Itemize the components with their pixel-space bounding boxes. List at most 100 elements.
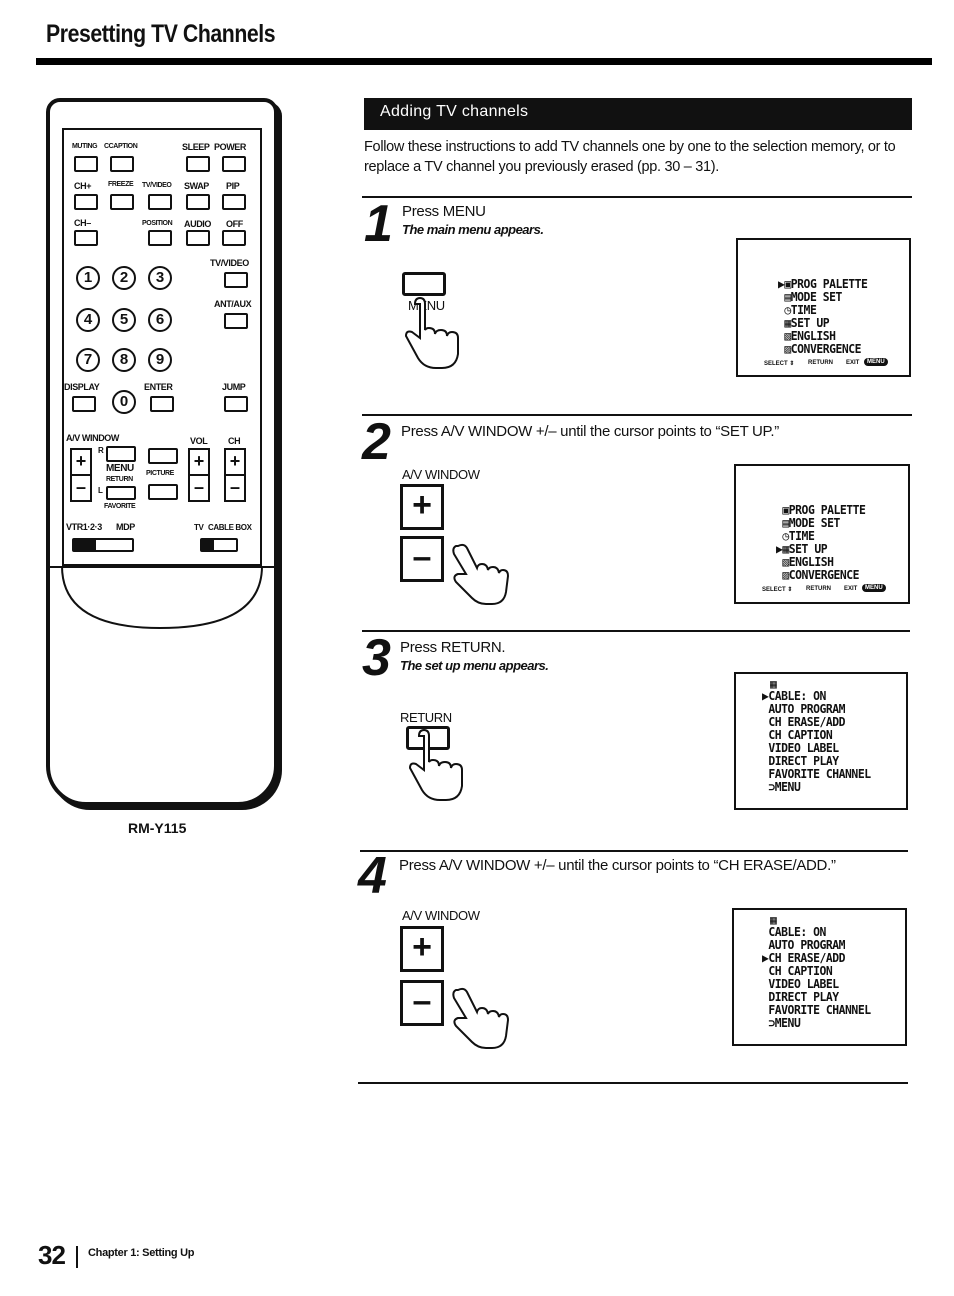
osd-line: CH CAPTION	[762, 964, 833, 978]
step-1-subtext: The main menu appears.	[402, 222, 544, 237]
num-7-button: 7	[76, 348, 100, 372]
remote-label-jump: JUMP	[222, 382, 246, 392]
remote-label-chminus: CH–	[74, 218, 91, 228]
remote-label-pip: PIP	[226, 181, 240, 191]
muting-button	[74, 156, 98, 172]
vol-plus-button: +	[188, 448, 210, 476]
hand-pointer-icon	[452, 543, 510, 605]
intro-paragraph: Follow these instructions to add TV chan…	[364, 139, 896, 175]
footer-divider	[76, 1246, 78, 1268]
return-button-remote	[106, 486, 136, 500]
display-button	[72, 396, 96, 412]
avwindow-minus-key: –	[400, 980, 444, 1026]
remote-label-display: DISPLAY	[64, 382, 100, 392]
step-3-number: 3	[362, 629, 391, 687]
off-button	[222, 230, 246, 246]
avwindow-plus-key: +	[400, 926, 444, 972]
remote-label-return: RETURN	[106, 476, 133, 483]
tvvideo-button	[224, 272, 248, 288]
remote-label-picture: PICTURE	[146, 470, 174, 477]
osd-line: ▶CH ERASE/ADD	[762, 951, 846, 965]
avwindow-plus-button: +	[70, 448, 92, 476]
osd-main-menu-1: ▶▣PROG PALETTE ▤MODE SET ◷TIME ▦SET UP ▧…	[736, 238, 911, 377]
remote-label-tv: TV	[194, 523, 204, 532]
remote-label-off: OFF	[226, 219, 243, 229]
num-8-button: 8	[112, 348, 136, 372]
step-2-number: 2	[362, 413, 391, 471]
remote-label-r: R	[98, 446, 104, 455]
remote-model: RM-Y115	[128, 820, 187, 836]
osd-line: CH ERASE/ADD	[762, 715, 846, 729]
chminus-button	[74, 230, 98, 246]
osd-line: ▣PROG PALETTE	[776, 503, 866, 517]
step-2-rule	[362, 414, 912, 416]
remote-label-muting: MUTING	[72, 143, 98, 150]
remote-label-vtr: VTR1·2·3	[66, 522, 102, 532]
num-2-button: 2	[112, 266, 136, 290]
num-9-button: 9	[148, 348, 172, 372]
menu-key	[402, 272, 446, 296]
remote-label-enter: ENTER	[144, 382, 173, 392]
remote-label-tvvideo: TV/VIDEO	[210, 258, 249, 268]
tv-switch-knob	[202, 540, 214, 550]
osd-line: FAVORITE CHANNEL	[762, 1003, 871, 1017]
chapter-label: Chapter 1: Setting Up	[88, 1247, 195, 1259]
osd-line: VIDEO LABEL	[762, 741, 839, 755]
osd-line: ▨CONVERGENCE	[776, 568, 860, 582]
avwindow-minus-key: –	[400, 536, 444, 582]
jump-button	[224, 396, 248, 412]
osd-line: ▶▦SET UP	[776, 542, 828, 556]
step-3-rule	[362, 630, 910, 632]
step-2-button-label: A/V WINDOW	[402, 467, 480, 482]
remote-label-audio: AUDIO	[184, 219, 211, 229]
osd-foot-exit: EXIT	[846, 360, 860, 366]
osd-foot-menu: MENU	[864, 358, 888, 366]
vtr-switch-knob	[74, 540, 96, 550]
pip-tvvideo-button	[148, 194, 172, 210]
remote-button-panel	[62, 128, 262, 566]
remote-label-l: L	[98, 486, 103, 495]
osd-line: ▦SET UP	[778, 316, 830, 330]
osd-line: ◷TIME	[776, 529, 815, 543]
ch-plus-button: +	[224, 448, 246, 476]
swap-button	[186, 194, 210, 210]
osd-setup-menu-3: ▦ ▶CABLE: ON AUTO PROGRAM CH ERASE/ADD C…	[734, 672, 908, 810]
hand-pointer-icon	[452, 987, 510, 1049]
num-0-button: 0	[112, 390, 136, 414]
enter-button	[150, 396, 174, 412]
osd-line: DIRECT PLAY	[762, 754, 839, 768]
chplus-button	[74, 194, 98, 210]
section-header-bar	[364, 98, 912, 130]
osd-foot-select: SELECT ⇕	[764, 361, 795, 367]
remote-label-antaux: ANT/AUX	[214, 299, 252, 309]
section-title: Adding TV channels	[380, 103, 529, 120]
osd-line: VIDEO LABEL	[762, 977, 839, 991]
remote-label-position: POSITION	[142, 220, 173, 227]
step-3-button-label: RETURN	[400, 710, 452, 725]
remote-lower-curve	[61, 566, 263, 630]
osd-foot-select: SELECT ⇕	[762, 587, 793, 593]
osd-line: CH CAPTION	[762, 728, 833, 742]
freeze-button	[110, 194, 134, 210]
num-3-button: 3	[148, 266, 172, 290]
position-button	[148, 230, 172, 246]
title-rule	[36, 58, 932, 65]
step-4-rule	[360, 850, 908, 852]
avwindow-minus-button: –	[70, 474, 92, 502]
step-1-number: 1	[364, 195, 393, 253]
remote-label-ch: CH	[228, 436, 241, 446]
num-4-button: 4	[76, 308, 100, 332]
remote-label-menu: MENU	[106, 463, 134, 474]
remote-label-avwindow: A/V WINDOW	[66, 433, 119, 443]
page-number: 32	[38, 1240, 66, 1270]
power-button	[222, 156, 246, 172]
ch-minus-button: –	[224, 474, 246, 502]
remote-label-tvvideo-small: TV/VIDEO	[142, 182, 172, 189]
osd-line: CABLE: ON	[762, 925, 826, 939]
remote-label-power: POWER	[214, 142, 247, 152]
osd-main-menu-2: ▣PROG PALETTE ▤MODE SET ◷TIME ▶▦SET UP ▧…	[734, 464, 910, 604]
osd-setup-icon: ▦	[770, 677, 777, 691]
remote-label-sleep: SLEEP	[182, 142, 210, 152]
osd-foot-return: RETURN	[806, 586, 831, 592]
remote-label-freeze: FREEZE	[108, 181, 134, 188]
